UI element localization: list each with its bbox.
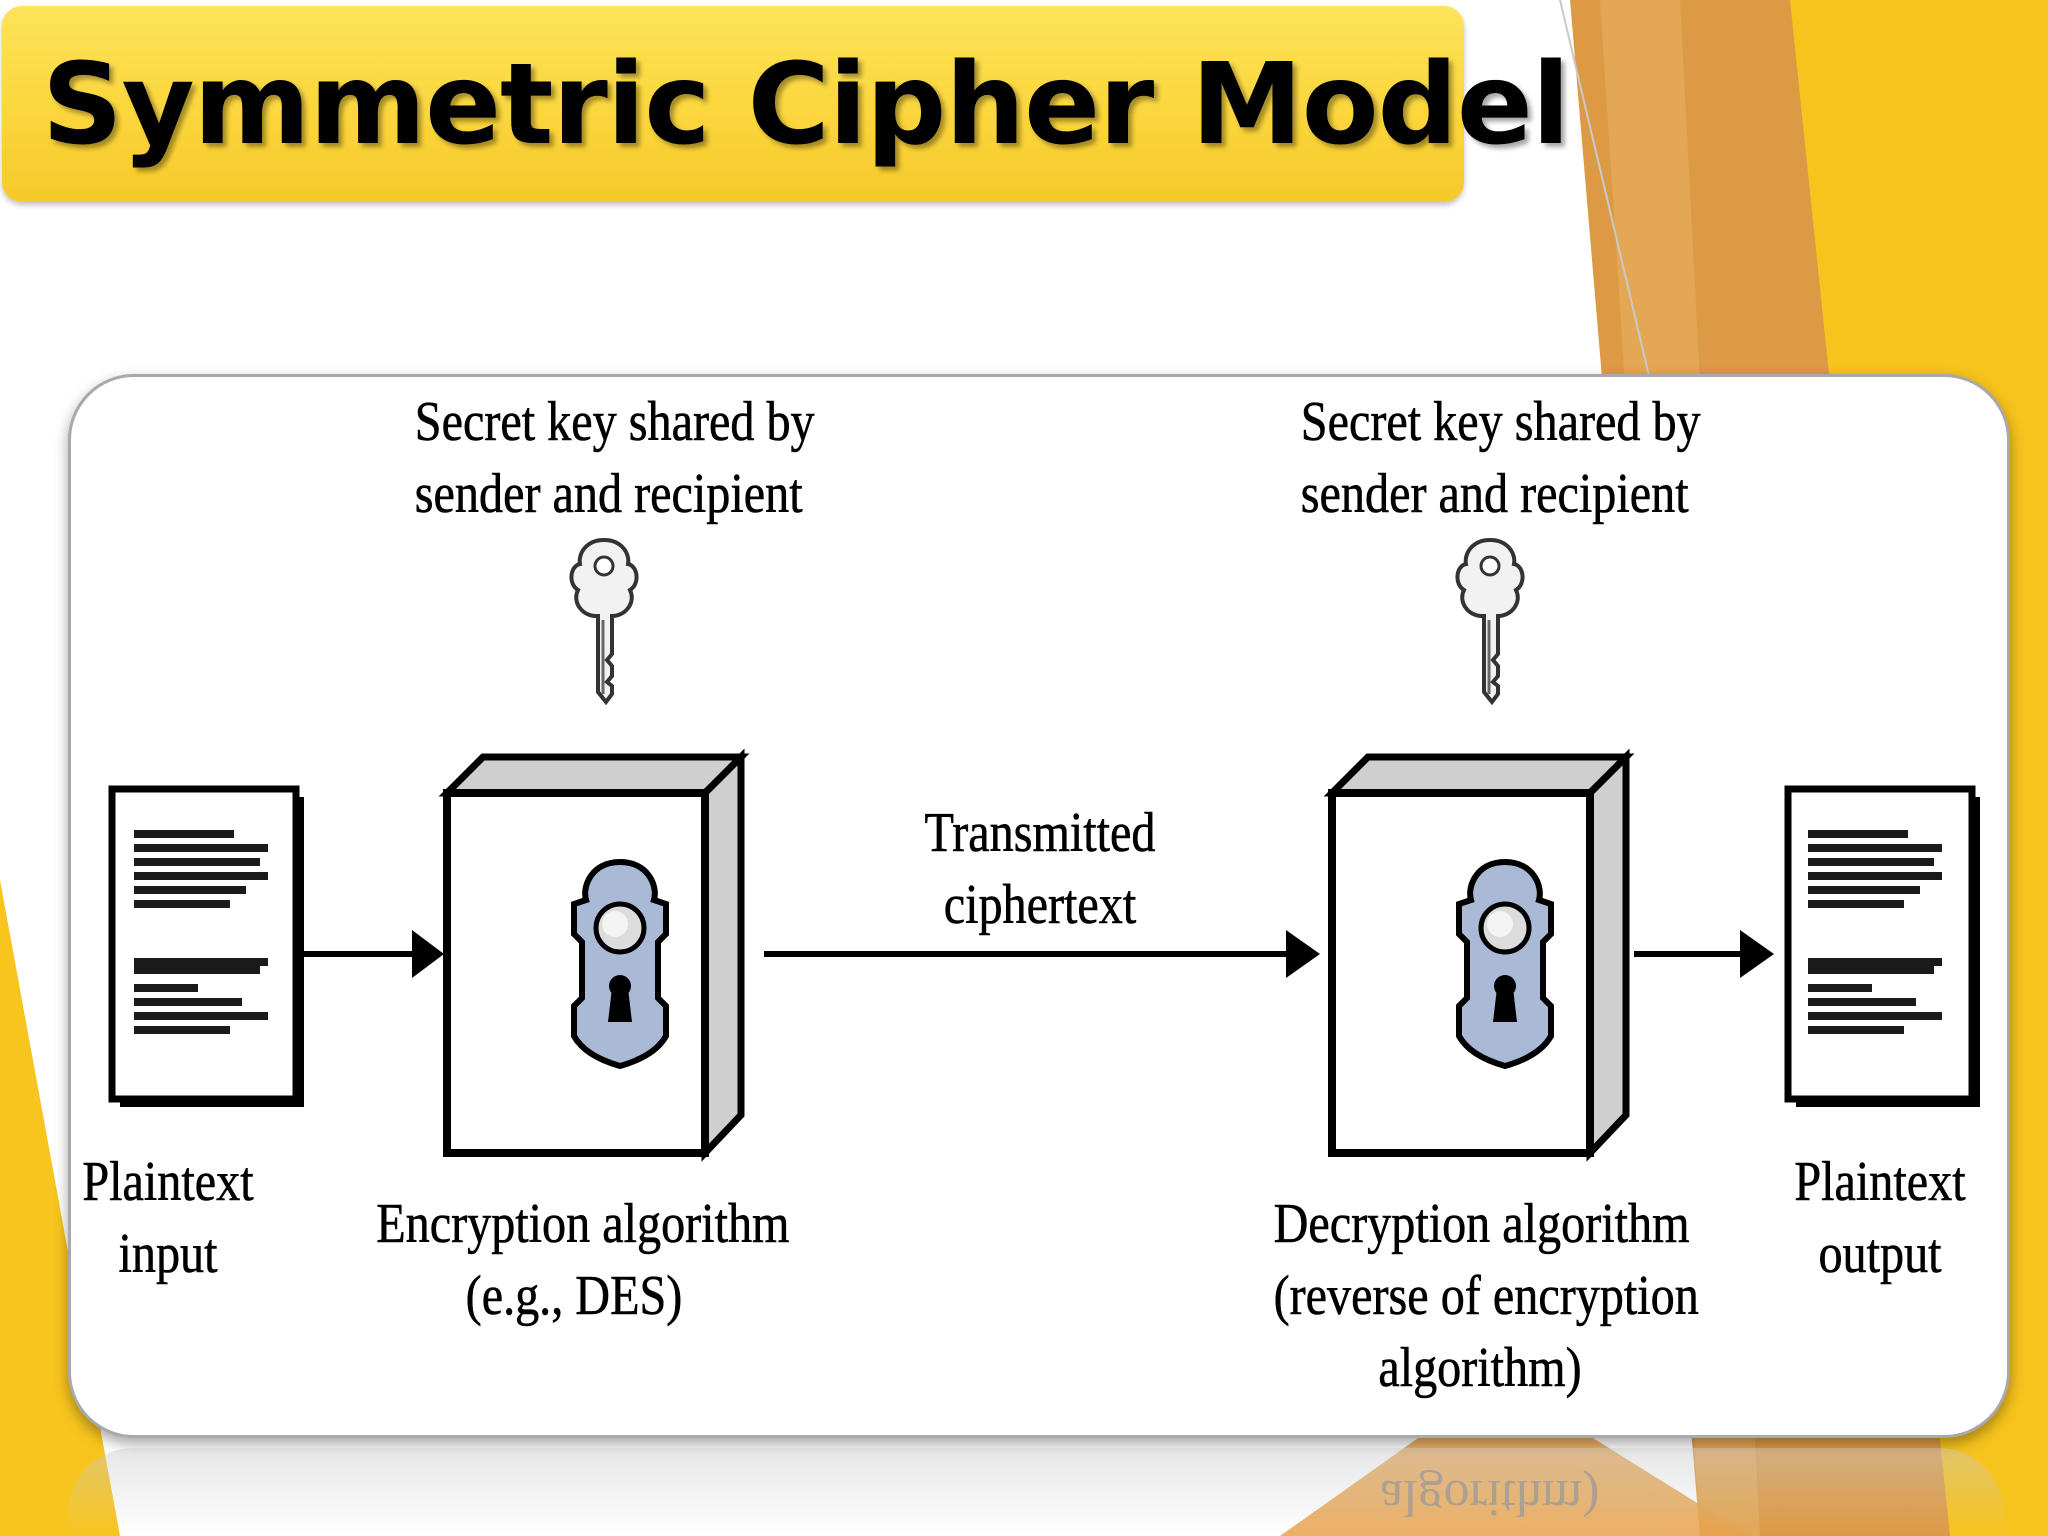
slide-title: Symmetric Cipher Model [42, 40, 1570, 170]
bg-orange-bottom [1280, 1380, 1750, 1536]
key-icon-left [569, 538, 639, 704]
key-label-left-line-1: Secret key shared by [414, 391, 815, 454]
key-label-left: Secret key shared by sender and recipien… [414, 386, 815, 530]
plaintext-output-document-icon [1784, 785, 1980, 1107]
key-label-right-line-2: sender and recipient [1300, 463, 1689, 526]
encryption-keyhole-icon [574, 862, 666, 1066]
encryption-label-line-1: Encryption algorithm [376, 1193, 790, 1256]
plaintext-input-label: Plaintext input [65, 1146, 271, 1290]
title-bar: Symmetric Cipher Model [2, 6, 1570, 202]
diagram-panel [68, 374, 2010, 1438]
decryption-label-line-2: (reverse of encryption [1273, 1265, 1699, 1328]
arrow-icon-ciphertext [764, 930, 1320, 978]
panel-reflection [68, 1448, 2004, 1536]
arrow-icon-decryption-to-output [1634, 930, 1774, 978]
encryption-algorithm-label: Encryption algorithm (e.g., DES) [376, 1188, 790, 1332]
decryption-keyhole-icon [1459, 862, 1551, 1066]
plaintext-input-line-2: input [118, 1223, 218, 1286]
key-label-left-line-2: sender and recipient [414, 463, 803, 526]
plaintext-input-document-icon [108, 785, 304, 1107]
arrow-icon-input-to-encryption [302, 930, 444, 978]
plaintext-output-label: Plaintext output [1777, 1146, 1983, 1290]
plaintext-output-line-2: output [1818, 1223, 1942, 1286]
decryption-label-line-3: algorithm) [1378, 1337, 1582, 1400]
transmitted-ciphertext-label: Transmitted ciphertext [902, 797, 1177, 941]
bg-thin-line [1559, 0, 1651, 381]
decryption-label-line-1: Decryption algorithm [1273, 1193, 1690, 1256]
encryption-label-line-2: (e.g., DES) [465, 1265, 683, 1328]
key-icon-right [1455, 538, 1525, 704]
transmitted-label-line-2: ciphertext [943, 874, 1137, 937]
transmitted-label-line-1: Transmitted [924, 802, 1156, 865]
plaintext-input-line-1: Plaintext [82, 1151, 254, 1214]
decryption-algorithm-label: Decryption algorithm (reverse of encrypt… [1273, 1188, 1699, 1404]
plaintext-output-line-1: Plaintext [1794, 1151, 1966, 1214]
key-label-right: Secret key shared by sender and recipien… [1300, 386, 1701, 530]
key-label-right-line-1: Secret key shared by [1300, 391, 1701, 454]
